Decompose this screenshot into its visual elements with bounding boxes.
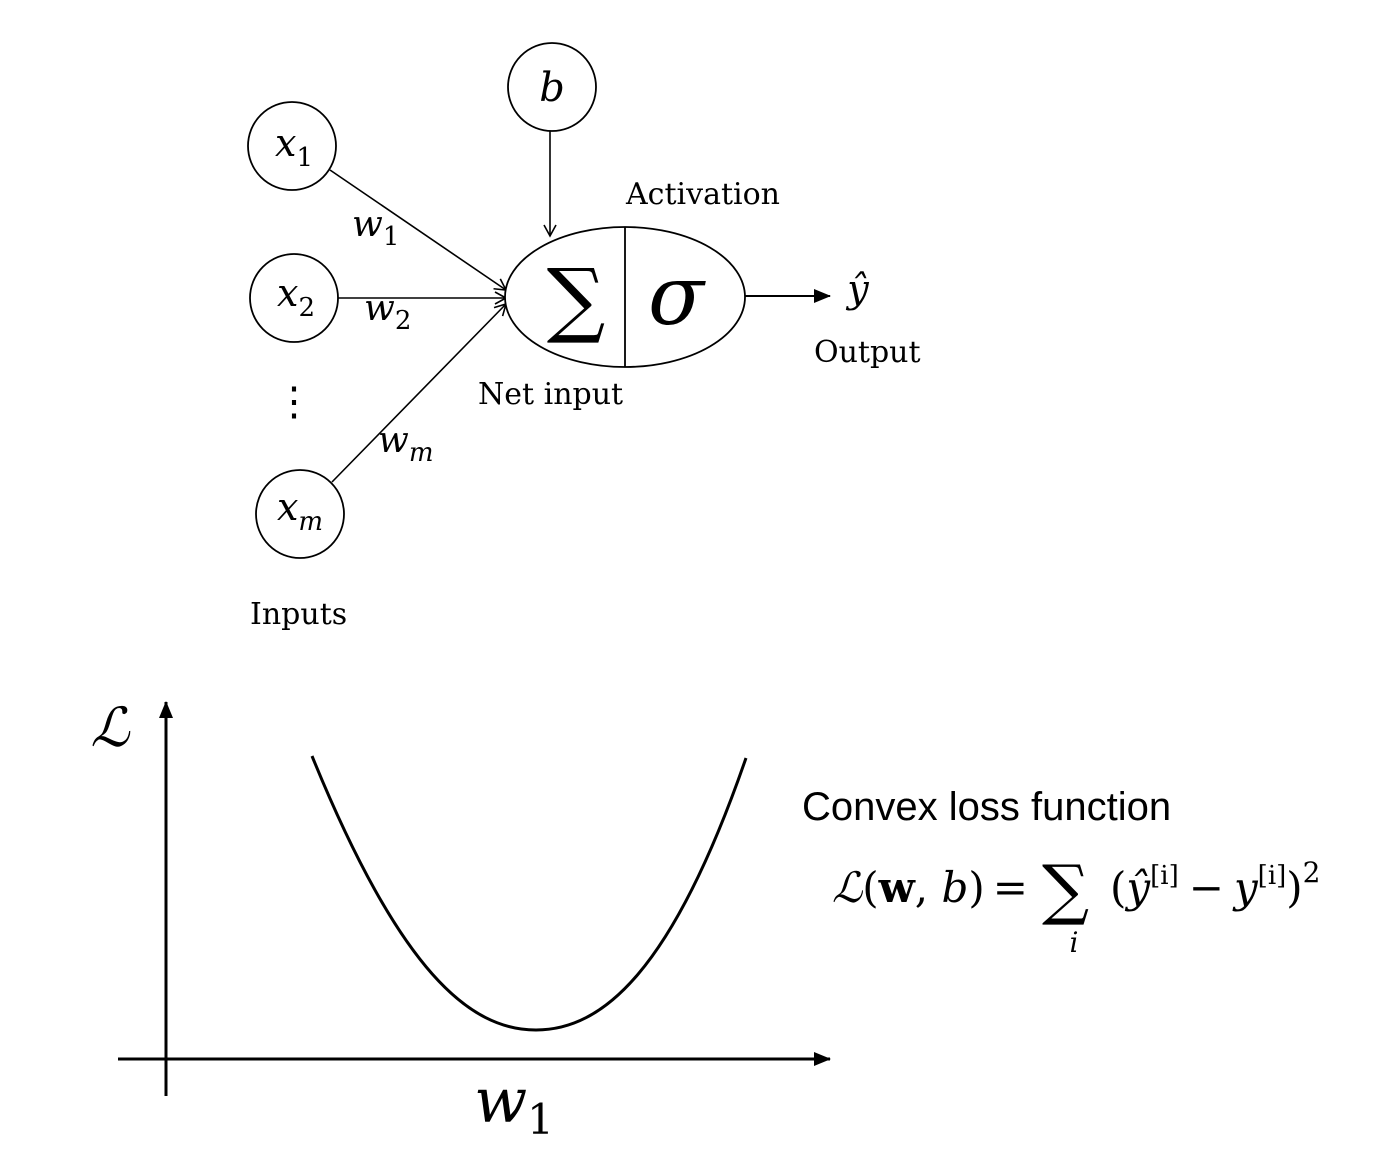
edge-xm [331,302,508,483]
edge-x1 [329,169,508,291]
sum-symbol: ∑ [547,252,606,347]
input-node-x1: x1 [247,101,337,191]
formula-summand: (ŷ[i]−y[i])2 [1110,856,1321,912]
bias-symbol: b [539,65,565,111]
output-symbol: ŷ [845,267,869,311]
y-axis-label: ℒ [91,696,131,759]
svg-text:xm: xm [277,485,323,537]
input-node-x2: x2 [249,253,339,343]
inputs-label: Inputs [250,597,347,632]
input-x2-symbol: x [277,271,298,315]
input-xm-symbol: x [277,485,298,529]
x-axis-label: w1 [474,1064,554,1144]
activation-label: Activation [625,177,780,212]
weight-wm: wm [378,420,433,468]
svg-text:x1: x1 [275,121,313,173]
inputs-ellipsis: ⋮ [274,379,314,425]
loss-plot: ℒ w1 Convex loss function ℒ(w, b)= ∑ i (… [91,696,1321,1144]
perceptron-diagram: b x1 x2 ⋮ xm w1 [247,42,921,632]
loss-title: Convex loss function [802,785,1171,829]
net-input-label: Net input [478,377,623,412]
bias-node: b [507,42,597,132]
svg-text:x2: x2 [277,271,315,323]
formula-sum-sign: ∑ [1042,851,1089,928]
formula-sum-index: i [1070,926,1079,959]
input-x1-symbol: x [275,121,296,165]
activation-symbol: σ [648,249,706,344]
weight-w1: w1 [352,204,399,252]
neuron-node: ∑ σ [504,226,746,368]
input-x1-subscript: 1 [296,143,313,173]
weight-w2: w2 [364,288,411,336]
input-x2-subscript: 2 [298,293,315,323]
input-node-xm: xm [255,469,345,559]
input-xm-subscript: m [298,507,323,537]
loss-curve [310,755,748,1032]
loss-formula: ℒ(w, b)= [832,863,1028,912]
output-label: Output [814,335,921,370]
